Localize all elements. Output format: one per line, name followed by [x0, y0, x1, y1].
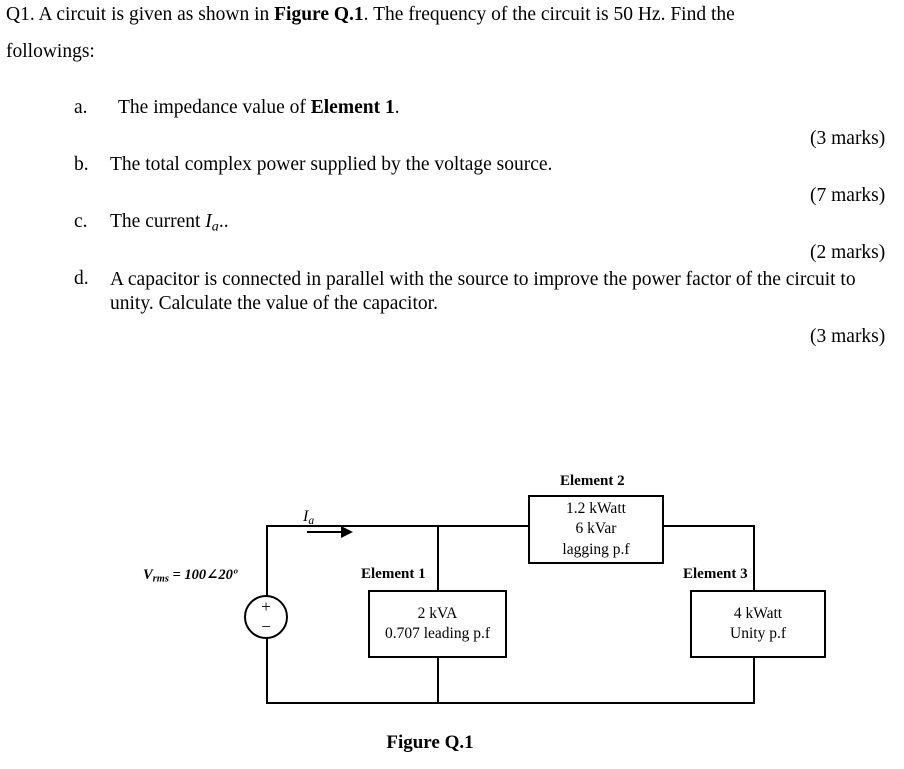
- element-3-line-1: 4 kWatt: [733, 604, 783, 622]
- wire-left-lower: [266, 637, 268, 703]
- wire-middle-upper: [437, 525, 439, 592]
- figure-caption-text: Figure Q.1: [386, 732, 474, 753]
- sub-item-marker-c: c.: [74, 211, 88, 232]
- sub-item-text-c: The current Ia..: [110, 211, 229, 236]
- element-1-line-2: 0.707 leading p.f: [384, 625, 491, 642]
- wire-top-left-segment: [266, 525, 530, 527]
- sub-item-marker-a: a.: [74, 97, 88, 118]
- element-1-line-1: 2 kVA: [417, 604, 458, 622]
- question-intro-line-1: Q1. A circuit is given as shown in Figur…: [6, 5, 735, 25]
- sub-item-text-b: The total complex power supplied by the …: [110, 154, 553, 175]
- marks-label-b: (7 marks): [810, 185, 886, 206]
- vrms-value: = 100∠20º: [168, 567, 238, 583]
- wire-left-upper: [266, 525, 268, 597]
- figure-caption: Figure Q.1: [0, 732, 904, 754]
- sub-item-text-a: The impedance value of Element 1.: [118, 97, 400, 119]
- current-ia-subscript: a: [308, 514, 315, 527]
- wire-right-lower: [753, 656, 755, 703]
- sub-item-c-post: ..: [218, 211, 229, 232]
- sub-item-a-post: .: [394, 97, 400, 118]
- current-subscript-inline: a: [211, 218, 219, 235]
- element-1-box: 2 kVA 0.707 leading p.f: [368, 590, 507, 658]
- element-3-box: 4 kWatt Unity p.f: [690, 590, 826, 658]
- wire-middle-lower: [437, 656, 439, 703]
- voltage-source-plus-sign: +: [261, 597, 271, 616]
- element-3-line-2: Unity p.f: [730, 625, 786, 642]
- wire-top-right-segment: [662, 525, 755, 527]
- voltage-source-symbol: [244, 595, 288, 639]
- question-intro-post: . The frequency of the circuit is 50 Hz.…: [363, 4, 735, 25]
- current-arrow-icon: [307, 531, 343, 533]
- element-2-line-1: 1.2 kWatt: [566, 500, 626, 518]
- question-intro-pre: Q1. A circuit is given as shown in: [6, 4, 275, 25]
- voltage-source-label: Vrms = 100∠20º: [143, 566, 237, 585]
- marks-label-d: (3 marks): [810, 326, 886, 347]
- sub-item-marker-d: d.: [74, 268, 89, 289]
- element-1-title: Element 1: [359, 566, 428, 583]
- element-3-title: Element 3: [681, 566, 750, 583]
- vrms-symbol: V: [143, 567, 153, 583]
- wire-bottom: [266, 702, 755, 704]
- sub-item-a-pre: The impedance value of: [118, 97, 311, 118]
- marks-label-c: (2 marks): [810, 242, 886, 263]
- marks-label-a: (3 marks): [810, 128, 886, 149]
- element-2-title: Element 2: [558, 473, 627, 490]
- vrms-subscript: rms: [152, 573, 169, 585]
- current-symbol-inline: I: [205, 211, 212, 232]
- voltage-source-minus-sign: −: [261, 617, 271, 636]
- sub-item-a-bold: Element 1: [310, 97, 395, 118]
- sub-item-marker-b: b.: [74, 154, 89, 175]
- current-arrow-head-icon: [341, 526, 353, 538]
- element-2-box: 1.2 kWatt 6 kVar lagging p.f: [528, 495, 664, 564]
- current-ia-symbol: I: [303, 508, 309, 525]
- element-2-line-2: 6 kVar: [575, 520, 617, 538]
- sub-item-c-pre: The current: [110, 211, 206, 232]
- element-2-line-3: lagging p.f: [562, 540, 630, 558]
- figure-reference-bold: Figure Q.1: [274, 4, 364, 25]
- question-intro-line-2: followings:: [6, 41, 95, 62]
- sub-item-text-d: A capacitor is connected in parallel wit…: [110, 269, 856, 314]
- circuit-figure: + − Vrms = 100∠20º Ia Element 2 1.2 kWat…: [0, 440, 904, 769]
- wire-right-upper: [753, 525, 755, 592]
- current-ia-label: Ia: [303, 508, 314, 527]
